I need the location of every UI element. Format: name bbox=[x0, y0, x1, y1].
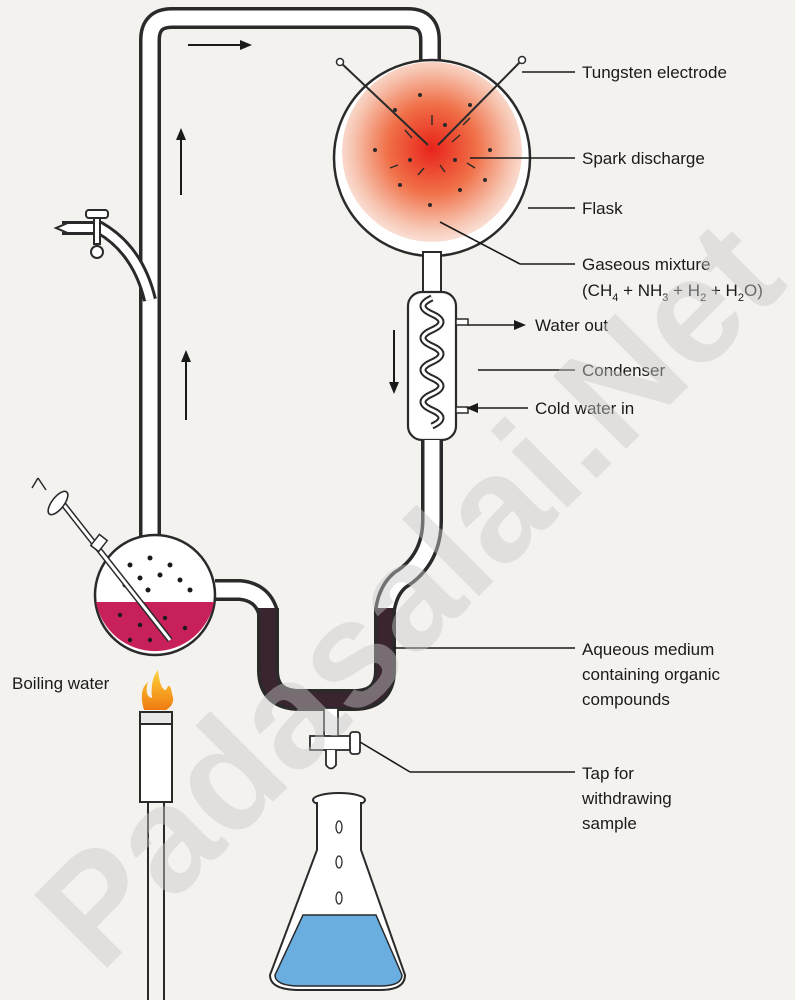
flame bbox=[142, 670, 173, 710]
water-out-arrow bbox=[468, 320, 526, 330]
label-spark-discharge: Spark discharge bbox=[582, 149, 705, 168]
label-aqueous-medium-1: Aqueous medium bbox=[582, 640, 714, 659]
label-tap-1: Tap for bbox=[582, 764, 634, 783]
side-outlet-tube bbox=[56, 222, 150, 300]
label-tap-2: withdrawing bbox=[581, 789, 672, 808]
label-tap-3: sample bbox=[582, 814, 637, 833]
condenser bbox=[408, 292, 468, 440]
label-aqueous-medium-2: containing organic bbox=[582, 665, 720, 684]
label-flask: Flask bbox=[582, 199, 623, 218]
flask-neck-tube bbox=[423, 252, 441, 292]
label-boiling-water: Boiling water bbox=[12, 674, 110, 693]
label-tungsten-electrode: Tungsten electrode bbox=[582, 63, 727, 82]
label-aqueous-medium-3: compounds bbox=[582, 690, 670, 709]
boiling-flask bbox=[32, 478, 215, 655]
